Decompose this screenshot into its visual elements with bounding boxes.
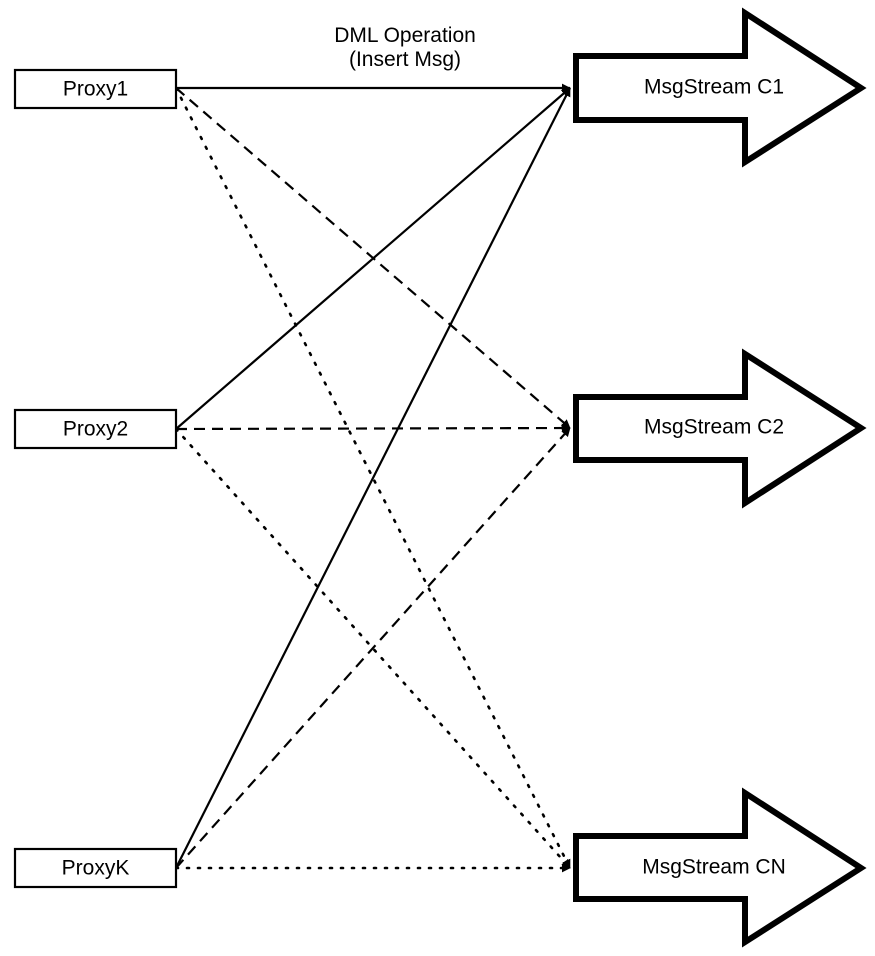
connector-proxyK-to-c2[interactable] bbox=[175, 427, 571, 869]
message-stream-c2[interactable]: MsgStream C2 bbox=[573, 348, 867, 509]
proxy-box-rect bbox=[13, 408, 178, 450]
stream-arrow-shape bbox=[573, 7, 867, 168]
connector-line-dotted bbox=[174, 86, 572, 870]
message-stream-c1[interactable]: MsgStream C1 bbox=[573, 7, 867, 168]
connector-line-solid bbox=[175, 87, 571, 869]
connector-lines-group bbox=[174, 83, 572, 873]
dml-operation-caption: DML Operation (Insert Msg) bbox=[334, 24, 476, 71]
proxy-node-proxy1[interactable]: Proxy1 bbox=[13, 68, 178, 110]
connector-line-dashed bbox=[175, 423, 571, 433]
message-streams-group: MsgStream C1 MsgStream C2 MsgStream CN bbox=[573, 7, 867, 948]
proxy-box-rect bbox=[13, 847, 178, 889]
proxy-box-rect bbox=[13, 68, 178, 110]
connector-proxyK-to-c1[interactable] bbox=[175, 87, 571, 869]
stream-arrow-shape bbox=[573, 348, 867, 509]
stream-label: MsgStream C1 bbox=[644, 76, 784, 99]
proxy-label: Proxy2 bbox=[63, 418, 128, 441]
connector-proxy1-to-cn[interactable] bbox=[174, 86, 572, 870]
stream-label: MsgStream C2 bbox=[644, 416, 784, 439]
caption-line-1: DML Operation bbox=[334, 24, 476, 47]
stream-arrow-shape bbox=[573, 787, 867, 948]
message-stream-cn[interactable]: MsgStream CN bbox=[573, 787, 867, 948]
caption-line-2: (Insert Msg) bbox=[349, 48, 461, 71]
connector-proxy2-to-c2[interactable] bbox=[175, 423, 571, 433]
stream-label: MsgStream CN bbox=[642, 856, 786, 879]
connector-line-solid bbox=[175, 87, 571, 430]
connector-proxy2-to-cn[interactable] bbox=[174, 427, 572, 870]
proxy-node-proxyK[interactable]: ProxyK bbox=[13, 847, 178, 889]
proxy-label: ProxyK bbox=[62, 857, 130, 880]
connector-line-dotted bbox=[174, 427, 572, 870]
proxy-node-proxy2[interactable]: Proxy2 bbox=[13, 408, 178, 450]
connector-proxy2-to-c1[interactable] bbox=[175, 87, 571, 430]
connector-line-dashed bbox=[175, 427, 571, 869]
proxy-label: Proxy1 bbox=[63, 78, 128, 101]
